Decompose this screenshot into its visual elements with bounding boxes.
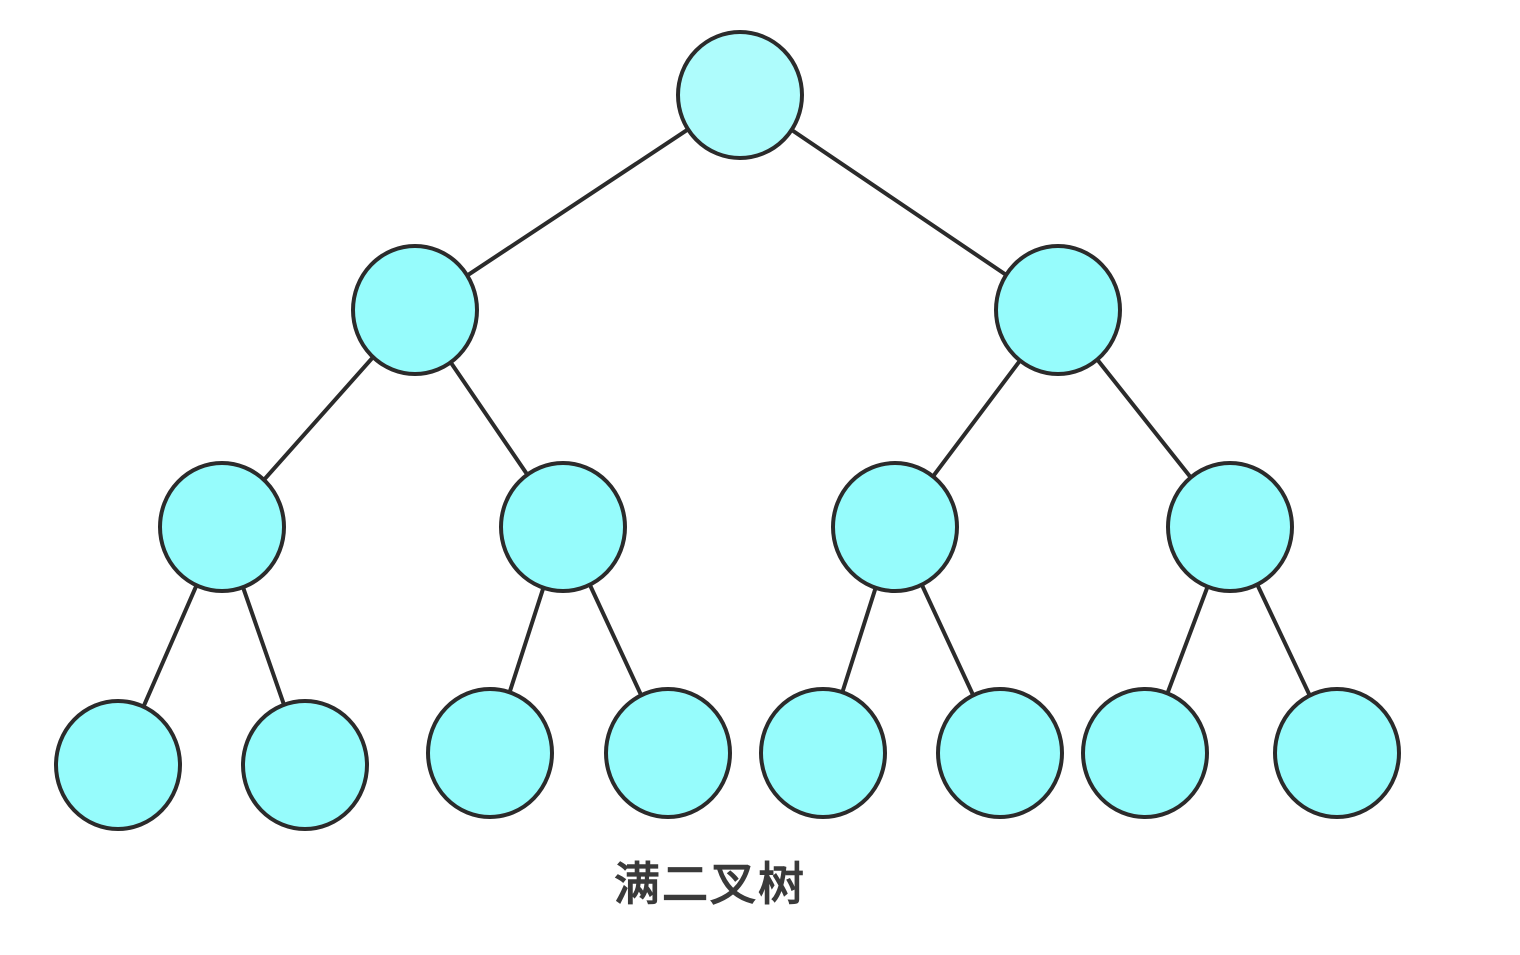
- root-node: [676, 30, 804, 160]
- leaf-node: [241, 699, 369, 831]
- edge-n4-n8: [140, 581, 200, 711]
- tree-edges: [140, 127, 1313, 711]
- edge-n2-n4: [261, 354, 376, 483]
- edge-n5-n10: [507, 583, 546, 697]
- leaf-node: [759, 687, 887, 819]
- edge-n4-n9: [240, 583, 287, 709]
- tree-nodes: [54, 30, 1401, 831]
- edge-n7-n14: [1164, 583, 1211, 697]
- tree-node: [499, 461, 627, 593]
- diagram-caption: 满二叉树: [614, 857, 806, 911]
- leaf-node: [54, 699, 182, 831]
- edge-n6-n12: [839, 584, 879, 696]
- tree-node: [158, 461, 286, 593]
- edge-n6-n13: [919, 581, 976, 699]
- leaf-node: [1273, 687, 1401, 819]
- tree-node: [831, 461, 959, 593]
- leaf-node: [936, 687, 1064, 819]
- edge-n1-n3: [789, 127, 1009, 278]
- tree-node: [1166, 461, 1294, 593]
- edge-n1-n2: [464, 127, 691, 278]
- edge-n7-n15: [1254, 581, 1313, 699]
- edge-n3-n6: [930, 357, 1023, 480]
- edge-n3-n7: [1094, 356, 1194, 481]
- leaf-node: [1081, 687, 1209, 819]
- leaf-node: [604, 687, 732, 819]
- edge-n2-n5: [447, 359, 531, 478]
- tree-node: [351, 244, 479, 376]
- edge-n5-n11: [587, 581, 644, 699]
- tree-node: [994, 244, 1122, 376]
- leaf-node: [426, 687, 554, 819]
